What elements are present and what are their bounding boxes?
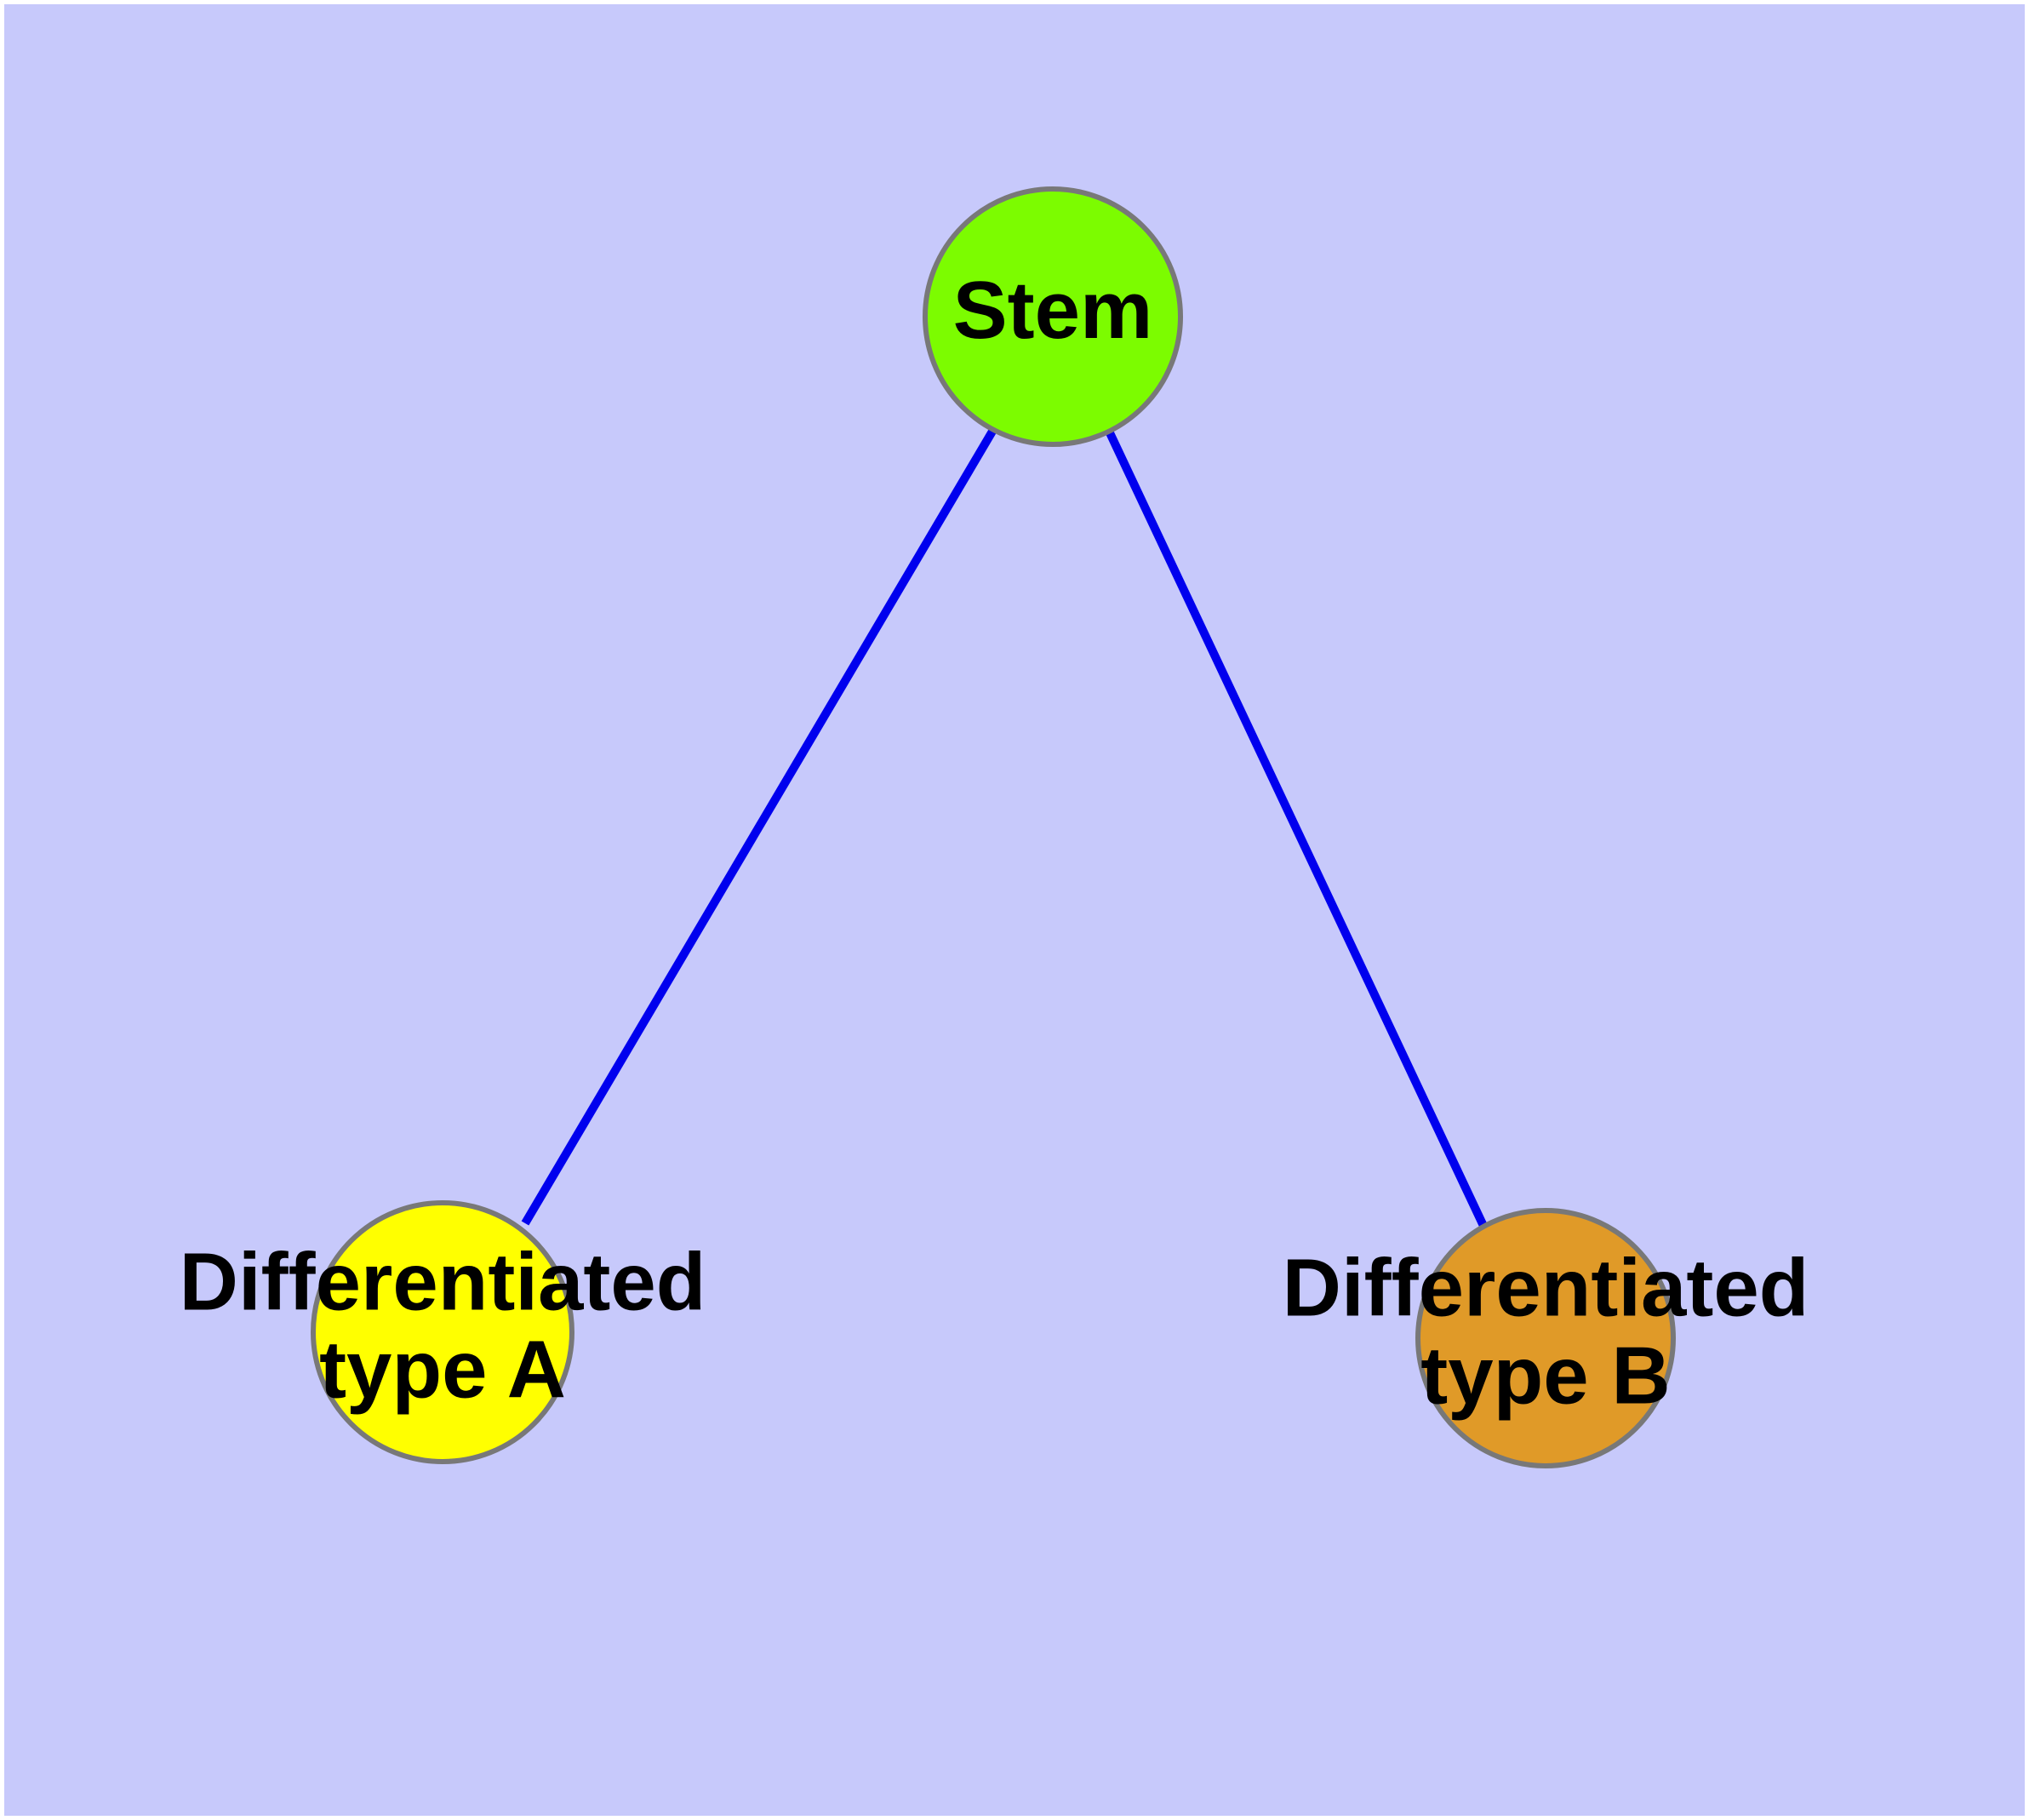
graph-edge[interactable] <box>521 427 997 1226</box>
node-circle-stem[interactable] <box>923 186 1183 447</box>
graph-edge[interactable] <box>1102 423 1488 1228</box>
node-label-stem: Stem <box>953 265 1153 356</box>
node-circle-diff_b[interactable] <box>1415 1208 1676 1468</box>
edges-layer <box>521 423 1488 1228</box>
node-circle-diff_a[interactable] <box>311 1200 574 1464</box>
graph-node-stem[interactable]: Stem <box>923 186 1183 447</box>
